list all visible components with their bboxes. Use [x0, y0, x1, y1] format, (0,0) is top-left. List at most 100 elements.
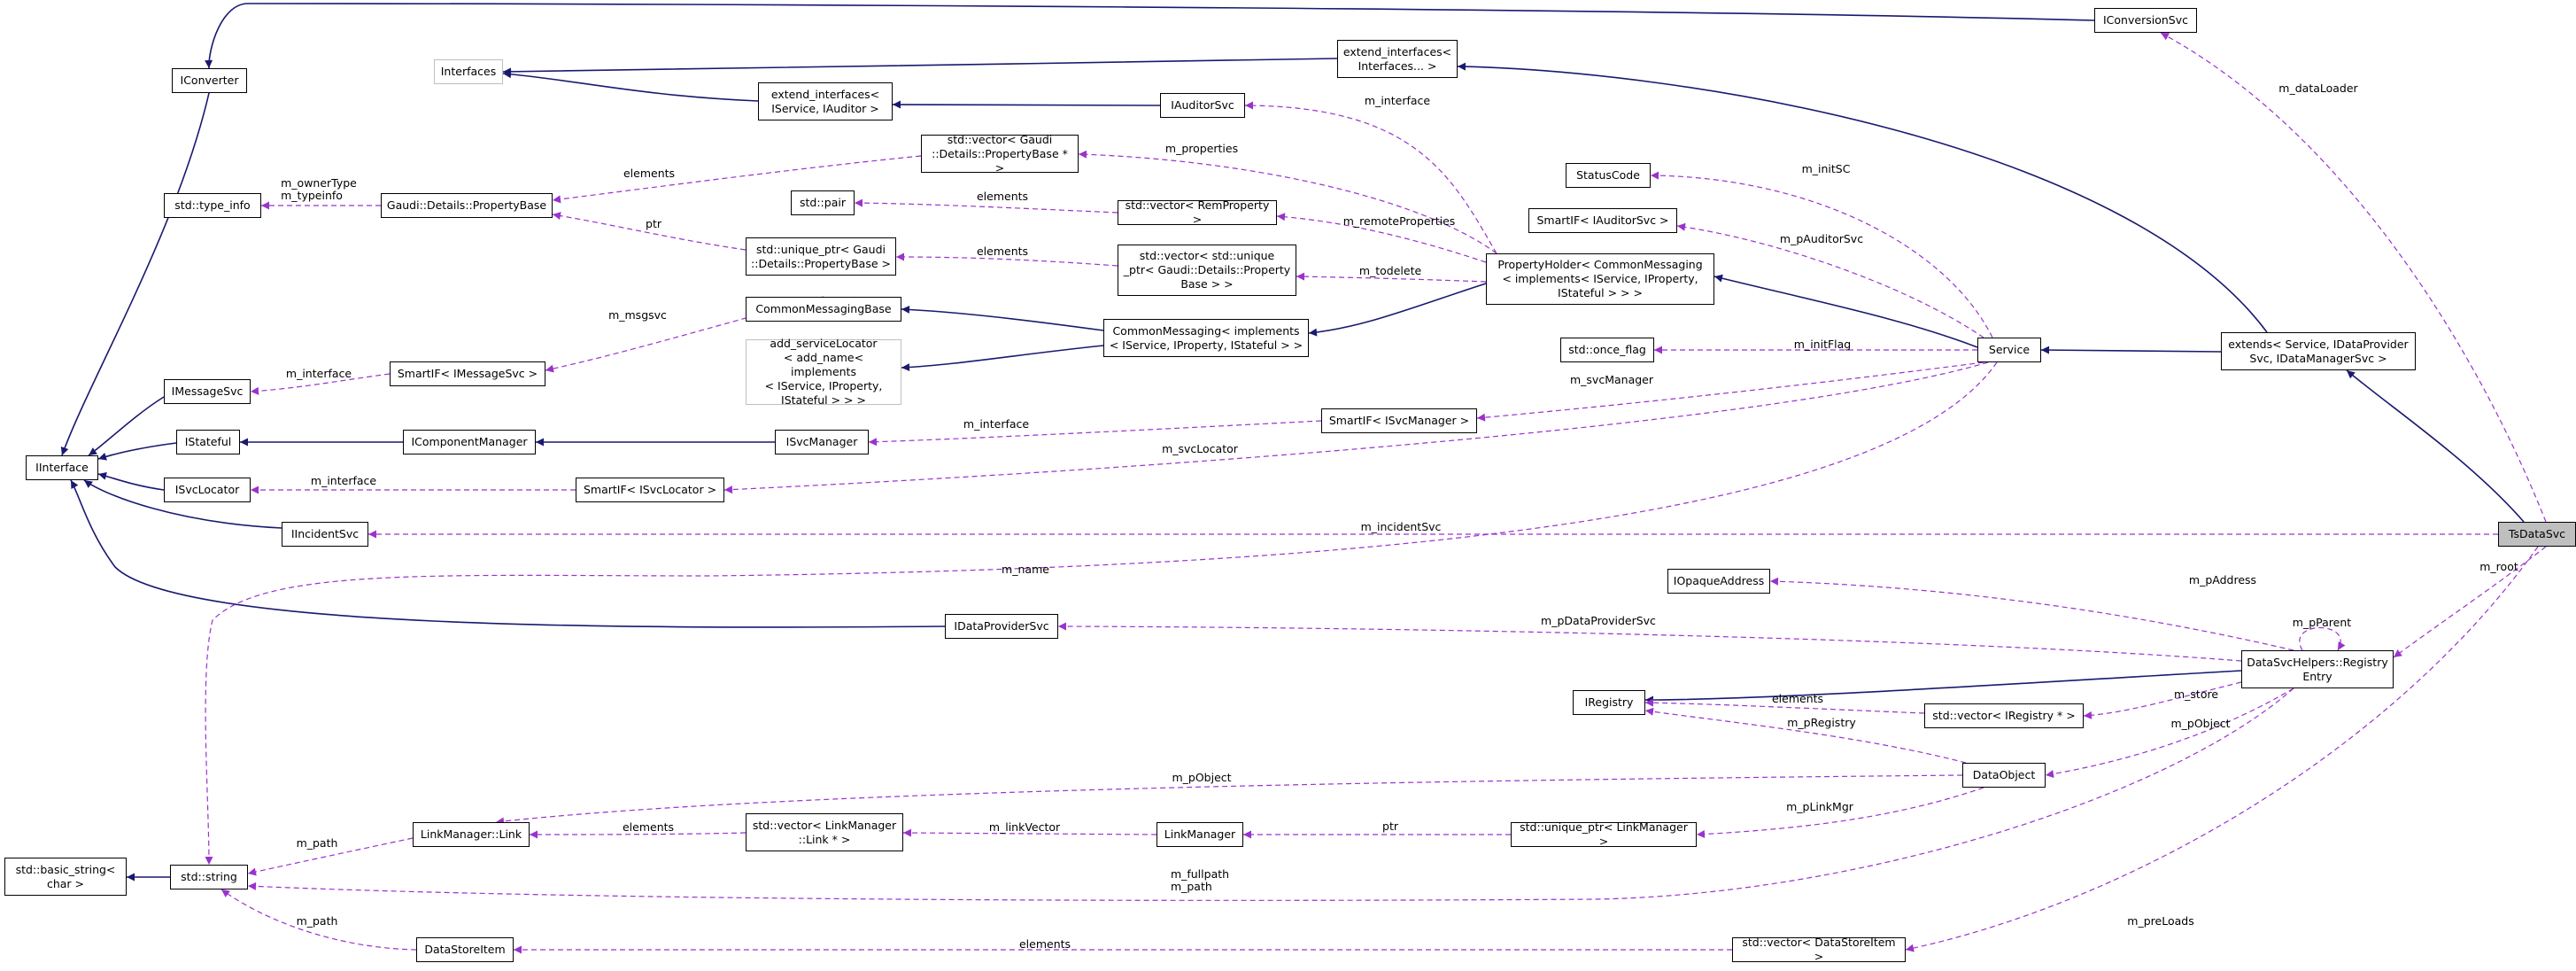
edge-pobject-link: [495, 774, 1963, 826]
edge-interface-svcmgr: [868, 420, 1322, 447]
node-vector-link[interactable]: std::vector< LinkManager ::Link * >: [746, 813, 903, 851]
node-smartif-svcmanager[interactable]: SmartIF< ISvcManager >: [1321, 408, 1477, 433]
edge-extendsservice-extendvar: [1457, 62, 2268, 333]
edge-label-ptr-linkmgr: ptr: [1382, 820, 1398, 833]
node-commonmessagingbase[interactable]: CommonMessagingBase: [746, 297, 901, 322]
node-iopaqueaddress[interactable]: IOpaqueAddress: [1667, 569, 1770, 594]
node-unique-ptr-linkmanager[interactable]: std::unique_ptr< LinkManager >: [1511, 820, 1697, 848]
edge-label-ptr-propbase: ptr: [646, 217, 661, 230]
edge-service-propertyholder: [1713, 274, 1978, 348]
node-datastoreitem[interactable]: DataStoreItem: [416, 937, 514, 962]
node-iinterface[interactable]: IInterface: [26, 455, 98, 480]
node-iincidentsvc[interactable]: IIncidentSvc: [282, 522, 368, 547]
edge-label-m-pregistry: m_pRegistry: [1787, 716, 1856, 729]
node-extend-interfaces-auditor[interactable]: extend_interfaces< IService, IAuditor >: [758, 82, 893, 120]
edge-remoteproperties: [1276, 213, 1487, 263]
node-dataobject[interactable]: DataObject: [1962, 763, 2046, 788]
edge-propertyholder-commonmessaging: [1308, 283, 1487, 337]
node-smartif-messagesvc[interactable]: SmartIF< IMessageSvc >: [390, 361, 545, 386]
node-interfaces[interactable]: Interfaces: [434, 59, 503, 84]
edge-idataprovidersvc-iinterface: [70, 479, 946, 628]
node-link[interactable]: LinkManager::Link: [413, 822, 530, 847]
edge-label-m-pdataprovidersvc: m_pDataProviderSvc: [1541, 614, 1656, 627]
edge-label-m-initsc: m_initSC: [1801, 162, 1851, 175]
node-type-info[interactable]: std::type_info: [164, 193, 261, 218]
node-iconverter[interactable]: IConverter: [172, 68, 247, 93]
node-vector-datastoreitem[interactable]: std::vector< DataStoreItem >: [1732, 936, 1906, 963]
edge-label-elements-item: elements: [1018, 937, 1071, 951]
node-istateful[interactable]: IStateful: [176, 430, 240, 454]
edge-label-m-paddress: m_pAddress: [2188, 573, 2257, 586]
node-isvclocator[interactable]: ISvcLocator: [164, 478, 251, 502]
edge-preloads: [1905, 546, 2539, 952]
edge-label-m-pobject-link: m_pObject: [1172, 771, 1232, 784]
edge-label-m-todelete: m_todelete: [1358, 264, 1422, 277]
node-vector-remproperty[interactable]: std::vector< RemProperty >: [1118, 198, 1277, 226]
node-propertyholder[interactable]: PropertyHolder< CommonMessaging < implem…: [1486, 253, 1714, 305]
node-smartif-auditorsvc[interactable]: SmartIF< IAuditorSvc >: [1528, 208, 1677, 233]
edge-label-m-path-link: m_path: [296, 836, 338, 850]
edge-store: [2083, 681, 2242, 719]
node-tsdatasvc[interactable]: TsDataSvc: [2498, 522, 2576, 547]
edge-properties: [1078, 150, 1497, 254]
edge-label-m-remoteproperties: m_remoteProperties: [1342, 214, 1456, 228]
node-string[interactable]: std::string: [170, 865, 248, 889]
node-smartif-svclocator[interactable]: SmartIF< ISvcLocator >: [576, 478, 724, 502]
node-pair[interactable]: std::pair: [791, 190, 855, 215]
edge-elements-uptr: [895, 252, 1118, 267]
node-service[interactable]: Service: [1977, 338, 2041, 362]
edge-elements-pair: [854, 198, 1118, 214]
edge-extendsservice-service: [2040, 346, 2222, 354]
node-isvcmanager[interactable]: ISvcManager: [775, 430, 869, 454]
node-iauditorsvc[interactable]: IAuditorSvc: [1160, 93, 1245, 118]
node-once-flag[interactable]: std::once_flag: [1560, 338, 1654, 362]
node-extends-service[interactable]: extends< Service, IDataProvider Svc, IDa…: [2221, 332, 2416, 370]
edge-label-m-initflag: m_initFlag: [1793, 338, 1852, 351]
node-imessagesvc[interactable]: IMessageSvc: [164, 379, 251, 404]
node-statuscode[interactable]: StatusCode: [1566, 163, 1651, 188]
edge-commonmessaging-cmbase: [901, 305, 1104, 331]
node-extend-interfaces-var[interactable]: extend_interfaces< Interfaces... >: [1337, 40, 1458, 78]
edge-label-m-store: m_store: [2173, 687, 2219, 701]
edge-label-m-path-item: m_path: [296, 914, 338, 928]
edge-fullpath: [247, 687, 2294, 901]
edge-label-m-plinkmgr: m_pLinkMgr: [1786, 800, 1853, 813]
edge-initsc: [1650, 171, 1993, 338]
edge-label-m-incidentsvc: m_incidentSvc: [1360, 520, 1442, 533]
edge-label-elements-reg: elements: [1771, 692, 1824, 705]
node-propertybase[interactable]: Gaudi::Details::PropertyBase: [381, 193, 553, 218]
node-commonmessaging[interactable]: CommonMessaging< implements < IService, …: [1103, 319, 1309, 357]
edge-ptr-propbase: [552, 212, 746, 251]
node-vector-unique-ptr[interactable]: std::vector< std::unique _ptr< Gaudi::De…: [1118, 245, 1296, 296]
edge-pregistry: [1644, 707, 1967, 764]
edge-label-m-interface-msg: m_interface: [285, 367, 352, 380]
edge-label-elements-link: elements: [622, 820, 675, 834]
node-registryentry[interactable]: DataSvcHelpers::Registry Entry: [2241, 650, 2394, 688]
edge-pparent: [2299, 627, 2346, 651]
node-unique-ptr-propertybase[interactable]: std::unique_ptr< Gaudi ::Details::Proper…: [746, 237, 896, 276]
node-basic-string[interactable]: std::basic_string< char >: [4, 858, 127, 896]
edge-path-item: [220, 889, 417, 951]
node-iregistry[interactable]: IRegistry: [1573, 690, 1645, 715]
node-icomponentmanager[interactable]: IComponentManager: [403, 430, 536, 454]
edge-label-m-msgsvc: m_msgsvc: [608, 308, 667, 322]
node-iconversionsvc[interactable]: IConversionSvc: [2094, 8, 2197, 33]
edge-extendaud-interfaces: [502, 70, 759, 102]
node-idataprovidersvc[interactable]: IDataProviderSvc: [945, 614, 1058, 639]
node-vector-iregistry[interactable]: std::vector< IRegistry * >: [1924, 703, 2084, 728]
node-add-servicelocator[interactable]: add_serviceLocator < add_name< implement…: [746, 337, 901, 407]
edge-istateful-iinterface: [97, 442, 177, 461]
edge-svclocator: [723, 361, 1989, 494]
edge-elements-link: [529, 830, 746, 839]
edge-label-m-pauditorsvc: m_pAuditorSvc: [1779, 232, 1864, 245]
edge-label-m-dataloader: m_dataLoader: [2278, 82, 2358, 95]
edge-label-m-interface-svcmgr: m_interface: [963, 417, 1030, 431]
edge-label-m-pobject-reg: m_pObject: [2170, 717, 2231, 730]
edge-interface-msg: [250, 373, 391, 395]
node-vector-propertybase[interactable]: std::vector< Gaudi ::Details::PropertyBa…: [921, 133, 1079, 175]
edge-extendvar-interfaces: [502, 58, 1338, 76]
edge-iconverter-iinterface: [60, 92, 210, 456]
node-linkmanager[interactable]: LinkManager: [1156, 822, 1243, 847]
